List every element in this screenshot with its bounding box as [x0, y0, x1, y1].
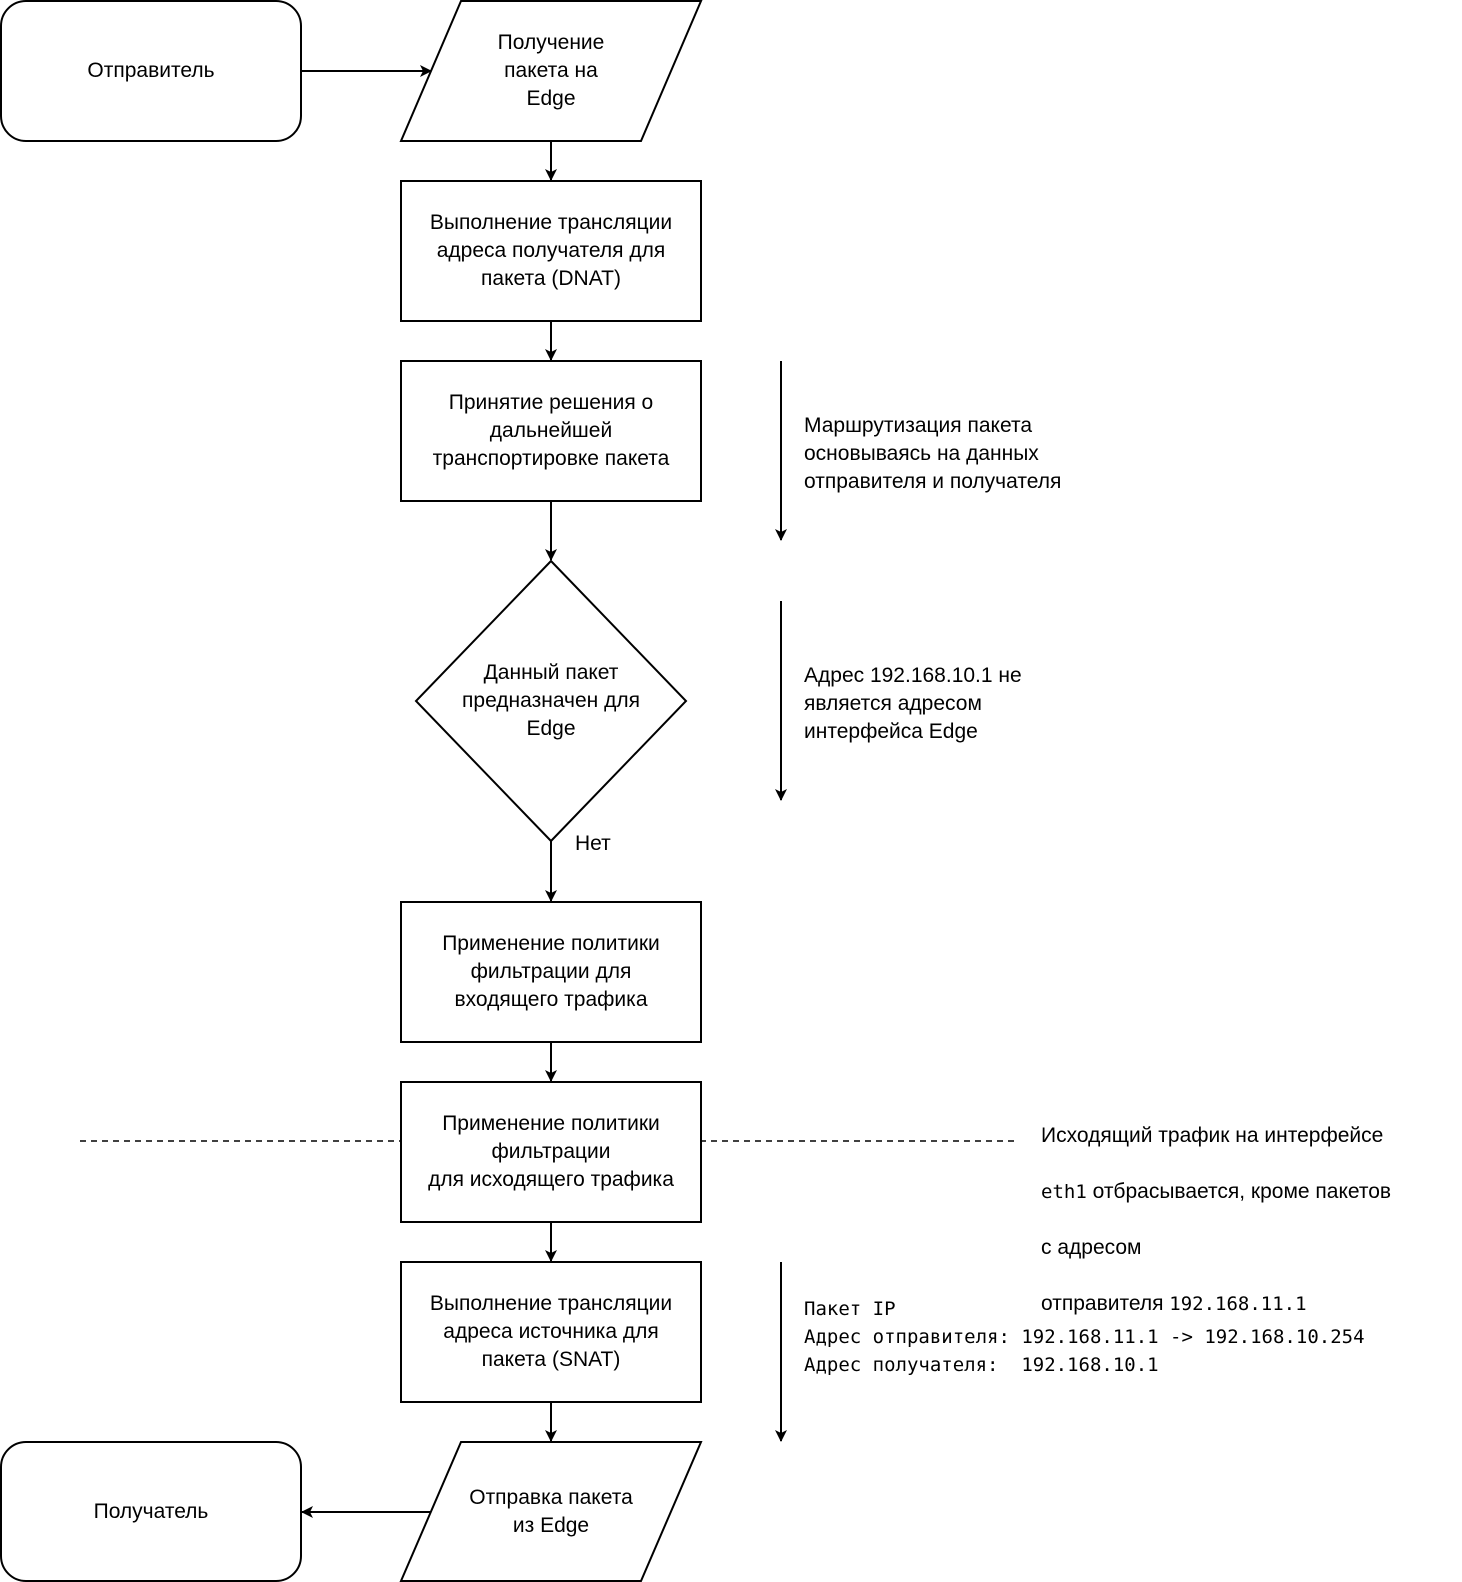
send-io-shape	[399, 1441, 703, 1582]
snat-process	[400, 1261, 702, 1403]
filter-out-label: Применение политики фильтрации для исход…	[428, 1112, 674, 1191]
sender-label: Отправитель	[87, 59, 215, 82]
outbound-note-line-2: eth1 отбрасывается, кроме пакетов	[1041, 1178, 1461, 1206]
snat-label: Выполнение трансляции адреса источника д…	[429, 1292, 673, 1371]
sender-ip-address: 192.168.11.1	[1169, 1293, 1307, 1315]
interface-name: eth1	[1041, 1181, 1087, 1203]
send-label: Отправка пакета из Edge	[469, 1485, 633, 1537]
dnat-label: Выполнение трансляции адреса получателя …	[429, 211, 673, 290]
filter-in-label: Применение политики фильтрации для входя…	[442, 932, 660, 1011]
outbound-note-line-4-text: отправителя	[1041, 1292, 1170, 1315]
receive-io-shape	[399, 0, 703, 142]
outbound-note-line-2-text: отбрасывается, кроме пакетов	[1086, 1180, 1392, 1203]
address-note: Адрес 192.168.10.1 не является адресом и…	[804, 664, 1022, 743]
receive-label: Получение пакета на Edge	[497, 31, 605, 110]
outbound-note: Исходящий трафик на интерфейсе eth1 отбр…	[1041, 1094, 1461, 1346]
routing-note: Маршрутизация пакета основываясь на данн…	[804, 414, 1062, 493]
filter-in-process	[400, 901, 702, 1043]
outbound-note-line-3: с адресом	[1041, 1236, 1142, 1259]
routing-decision-process	[400, 360, 702, 502]
receiver-label: Получатель	[93, 1499, 209, 1523]
routing-decision-label: Принятие решения о дальнейшей транспорти…	[432, 391, 670, 470]
packet-note: Пакет IP Адрес отправителя: 192.168.11.1…	[804, 1298, 1365, 1376]
filter-out-process	[400, 1081, 702, 1223]
outbound-note-line-1: Исходящий трафик на интерфейсе	[1041, 1124, 1384, 1147]
decision-no-label: Нет	[575, 832, 611, 855]
outbound-note-line-4: отправителя 192.168.11.1	[1041, 1290, 1461, 1318]
decision-label: Данный пакет предназначен для Edge	[462, 661, 640, 740]
